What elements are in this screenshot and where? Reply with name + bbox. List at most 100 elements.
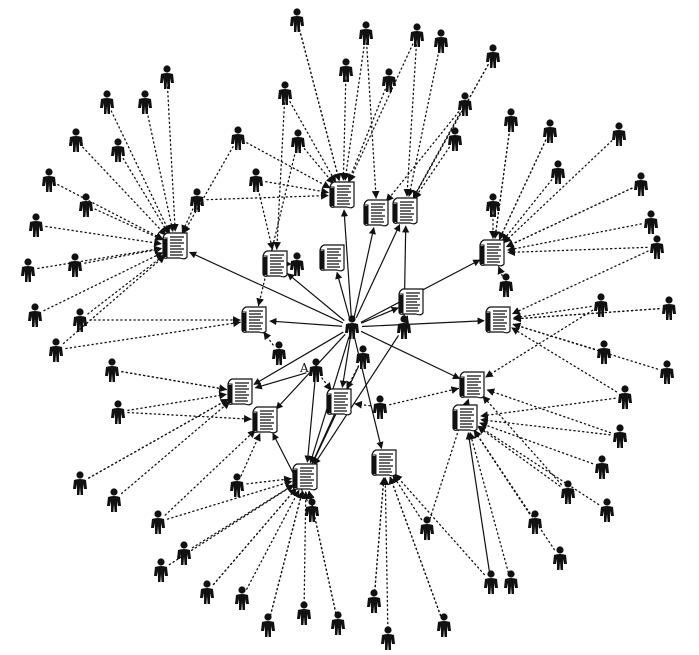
person-icon bbox=[49, 338, 63, 362]
document-icon bbox=[252, 406, 278, 434]
person-icon bbox=[528, 510, 542, 534]
solid-edge bbox=[311, 410, 337, 464]
dotted-edge bbox=[482, 395, 563, 486]
dotted-edge bbox=[212, 487, 297, 586]
dotted-edge bbox=[365, 42, 380, 199]
person-icon bbox=[612, 122, 626, 146]
dotted-edge bbox=[348, 43, 414, 183]
dotted-edge bbox=[84, 246, 163, 264]
dotted-edge bbox=[513, 305, 592, 321]
document-icon bbox=[241, 306, 267, 334]
dotted-edge bbox=[480, 416, 611, 436]
person-icon bbox=[177, 541, 191, 565]
document-icon bbox=[227, 378, 253, 406]
dotted-edge bbox=[265, 181, 329, 196]
person-icon bbox=[151, 510, 165, 534]
person-icon bbox=[373, 395, 387, 419]
person-icon bbox=[261, 613, 275, 637]
dotted-edge bbox=[206, 191, 329, 201]
solid-edge bbox=[353, 226, 376, 318]
person-icon bbox=[434, 29, 448, 53]
person-icon bbox=[21, 258, 35, 282]
person-icon bbox=[291, 129, 305, 153]
person-icon bbox=[410, 23, 424, 47]
document-icon bbox=[292, 463, 318, 491]
document-icon bbox=[326, 388, 352, 416]
dotted-edge bbox=[477, 425, 600, 506]
person-icon bbox=[448, 127, 462, 151]
label-a: A bbox=[299, 361, 309, 375]
person-icon bbox=[504, 570, 518, 594]
person-icon bbox=[29, 213, 43, 237]
person-icon bbox=[100, 90, 114, 114]
dotted-edge bbox=[182, 146, 234, 234]
dotted-edge bbox=[486, 388, 612, 434]
document-icon bbox=[452, 404, 478, 432]
document-icon bbox=[262, 250, 288, 278]
person-icon bbox=[111, 400, 125, 424]
solid-edge bbox=[253, 331, 344, 385]
dotted-edge bbox=[473, 429, 531, 515]
dotted-edge bbox=[413, 146, 451, 200]
dotted-edge bbox=[127, 391, 227, 412]
solid-edge bbox=[360, 330, 461, 380]
solid-edge bbox=[313, 335, 400, 466]
person-icon bbox=[597, 340, 611, 364]
dotted-edge bbox=[429, 398, 470, 520]
dotted-edge bbox=[497, 266, 505, 277]
nodes bbox=[21, 8, 676, 650]
solid-edge bbox=[269, 317, 343, 327]
dotted-edge bbox=[406, 50, 440, 198]
person-icon bbox=[382, 68, 396, 92]
dotted-edge bbox=[354, 400, 371, 409]
person-icon bbox=[68, 253, 82, 277]
solid-edge bbox=[254, 372, 307, 390]
dotted-edge bbox=[501, 179, 553, 242]
dotted-edge bbox=[492, 129, 511, 239]
dotted-edge bbox=[412, 64, 489, 199]
document-icon bbox=[329, 181, 355, 209]
solid-edge bbox=[304, 379, 316, 463]
dotted-edge bbox=[301, 491, 310, 604]
dotted-edge bbox=[392, 474, 423, 521]
person-icon bbox=[553, 546, 567, 570]
person-icon bbox=[600, 498, 614, 522]
dotted-edge bbox=[298, 29, 342, 182]
person-icon bbox=[200, 580, 214, 604]
dotted-edge bbox=[269, 490, 305, 616]
document-icon bbox=[485, 306, 511, 334]
dotted-edge bbox=[121, 371, 227, 393]
document-icon bbox=[162, 232, 188, 260]
person-icon bbox=[160, 65, 174, 89]
dotted-edge bbox=[388, 476, 442, 617]
hub-person-icon bbox=[345, 315, 359, 339]
person-icon bbox=[499, 273, 513, 297]
dotted-edge bbox=[394, 473, 485, 576]
dotted-edge bbox=[88, 398, 229, 479]
person-icon bbox=[28, 303, 42, 327]
solid-edge bbox=[286, 273, 345, 322]
dotted-edge bbox=[479, 421, 594, 465]
dotted-edge bbox=[122, 157, 169, 234]
person-icon bbox=[662, 296, 676, 320]
dotted-edge bbox=[321, 377, 332, 391]
solid-edge bbox=[340, 209, 352, 318]
person-icon bbox=[367, 589, 381, 613]
solid-edge bbox=[272, 432, 308, 502]
dotted-edge bbox=[146, 111, 176, 233]
dotted-edge bbox=[507, 246, 648, 257]
person-icon bbox=[551, 160, 565, 184]
person-icon bbox=[397, 315, 411, 339]
document-icon bbox=[479, 239, 505, 267]
dotted-edge bbox=[263, 331, 274, 346]
document-icon bbox=[392, 197, 418, 225]
person-icon bbox=[561, 480, 575, 504]
dotted-edge bbox=[506, 223, 642, 253]
solid-edge bbox=[353, 336, 384, 450]
person-icon bbox=[650, 235, 664, 259]
document-icon bbox=[459, 371, 485, 399]
person-icon bbox=[305, 498, 319, 522]
document-icon bbox=[319, 244, 345, 272]
dotted-edge bbox=[498, 139, 547, 241]
